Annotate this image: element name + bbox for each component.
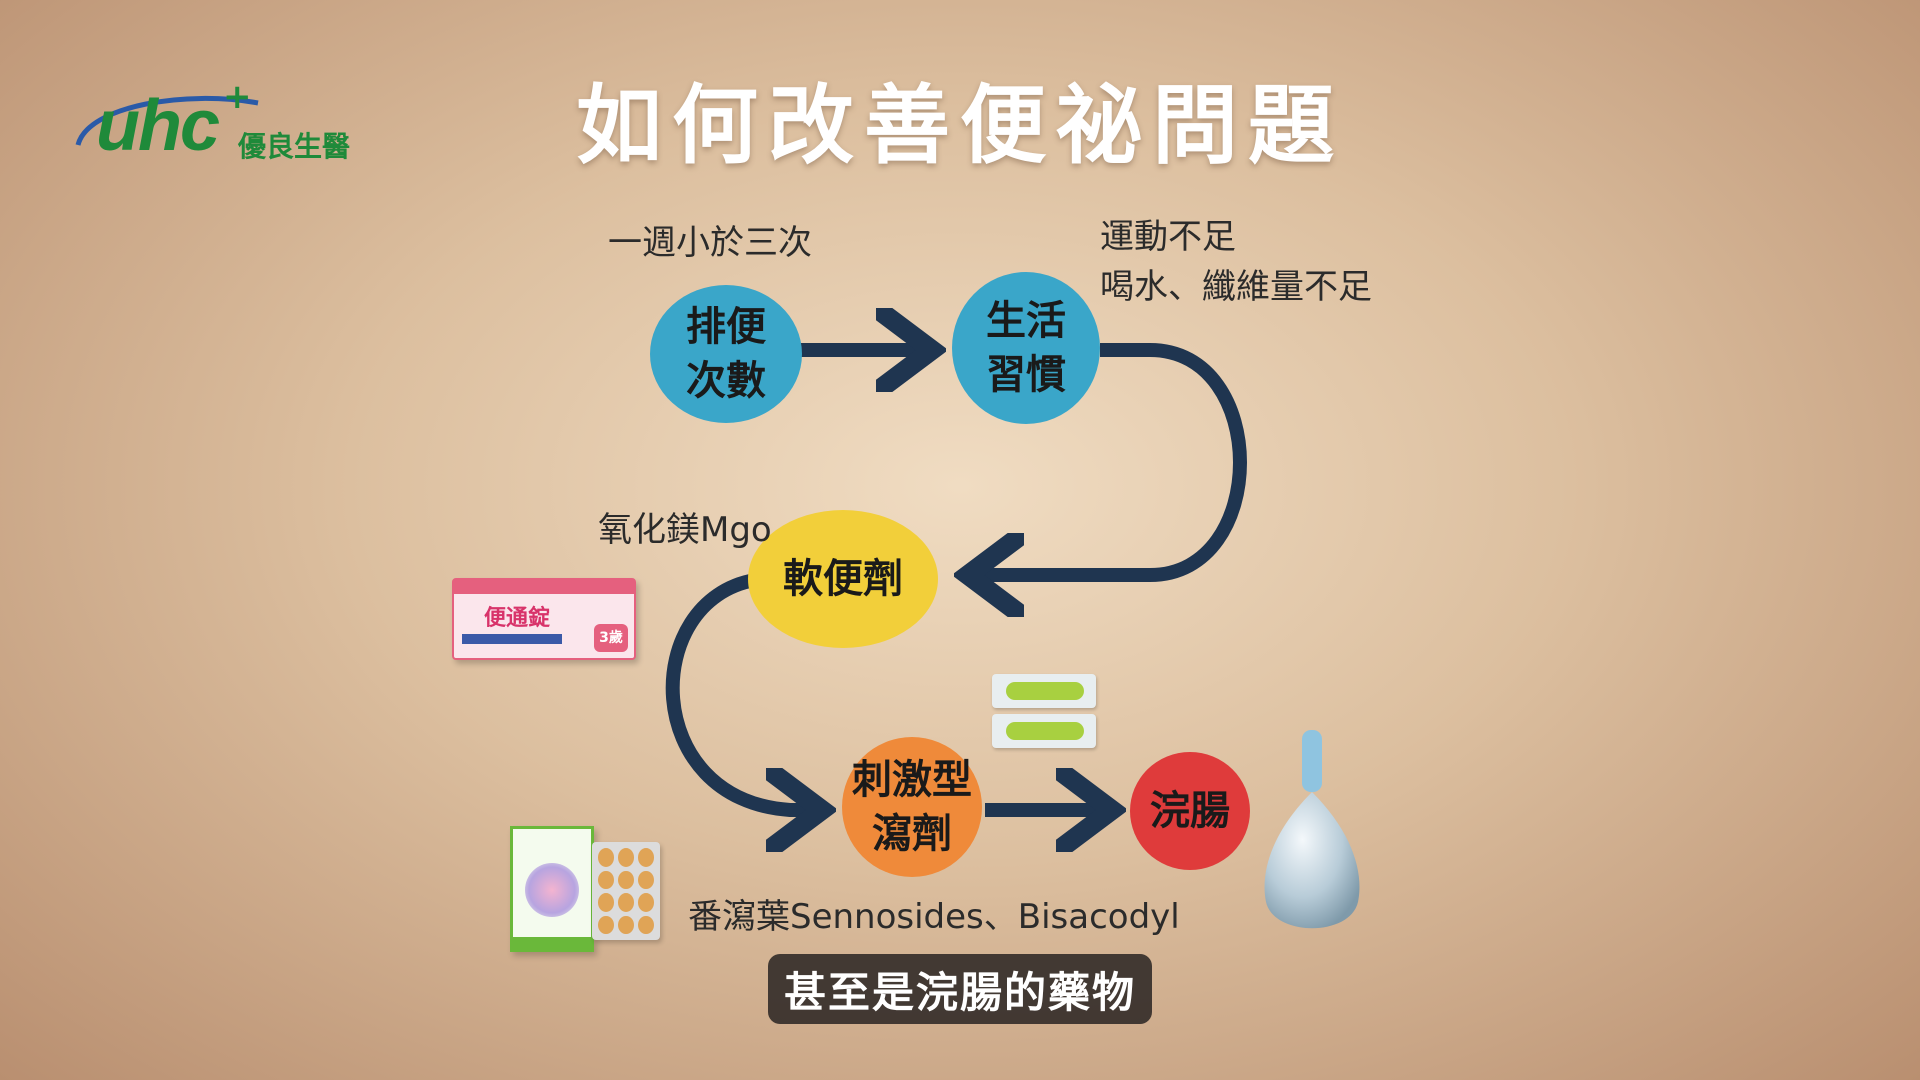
arrow-softener-to-stimulant [665,573,815,810]
note-frequency: 一週小於三次 [608,223,812,263]
note-softener: 氧化鎂Mgo [598,510,772,550]
node-frequency-label: 排便 次數 [686,304,766,404]
node-stimulant: 刺激型 瀉劑 [842,737,982,877]
enema-bulb-icon [1264,730,1360,929]
stimulant-product-box [510,826,594,952]
softener-product-box: 便通錠 3歲 [452,578,636,660]
logo-wordmark: uhc [96,86,220,166]
node-frequency: 排便 次數 [650,285,802,423]
blister-pack [592,842,660,940]
logo-swoosh-icon [75,96,259,146]
suppository-pack [992,674,1096,750]
node-habits: 生活 習慣 [952,272,1100,424]
arrow-habits-to-softener [975,343,1247,575]
node-habits-label: 生活 習慣 [986,298,1066,398]
page-title: 如何改善便祕問題 [576,76,1344,176]
node-softener: 軟便劑 [748,510,938,648]
brand-logo: uhc + 優良生醫 [68,77,368,175]
node-softener-label: 軟便劑 [783,556,903,602]
node-enema-label: 浣腸 [1150,788,1230,834]
note-habits: 運動不足 喝水、纖維量不足 [1100,217,1372,307]
logo-plus-icon: + [223,77,252,117]
softener-box-title: 便通錠 [484,606,551,631]
logo-chinese: 優良生醫 [238,130,351,163]
video-subtitle: 甚至是浣腸的藥物 [768,954,1152,1024]
node-stimulant-label: 刺激型 瀉劑 [852,757,972,857]
softener-box-badge: 3歲 [594,624,628,652]
node-enema: 浣腸 [1130,752,1250,870]
note-stimulant: 番瀉葉Sennosides、Bisacodyl [688,897,1180,937]
